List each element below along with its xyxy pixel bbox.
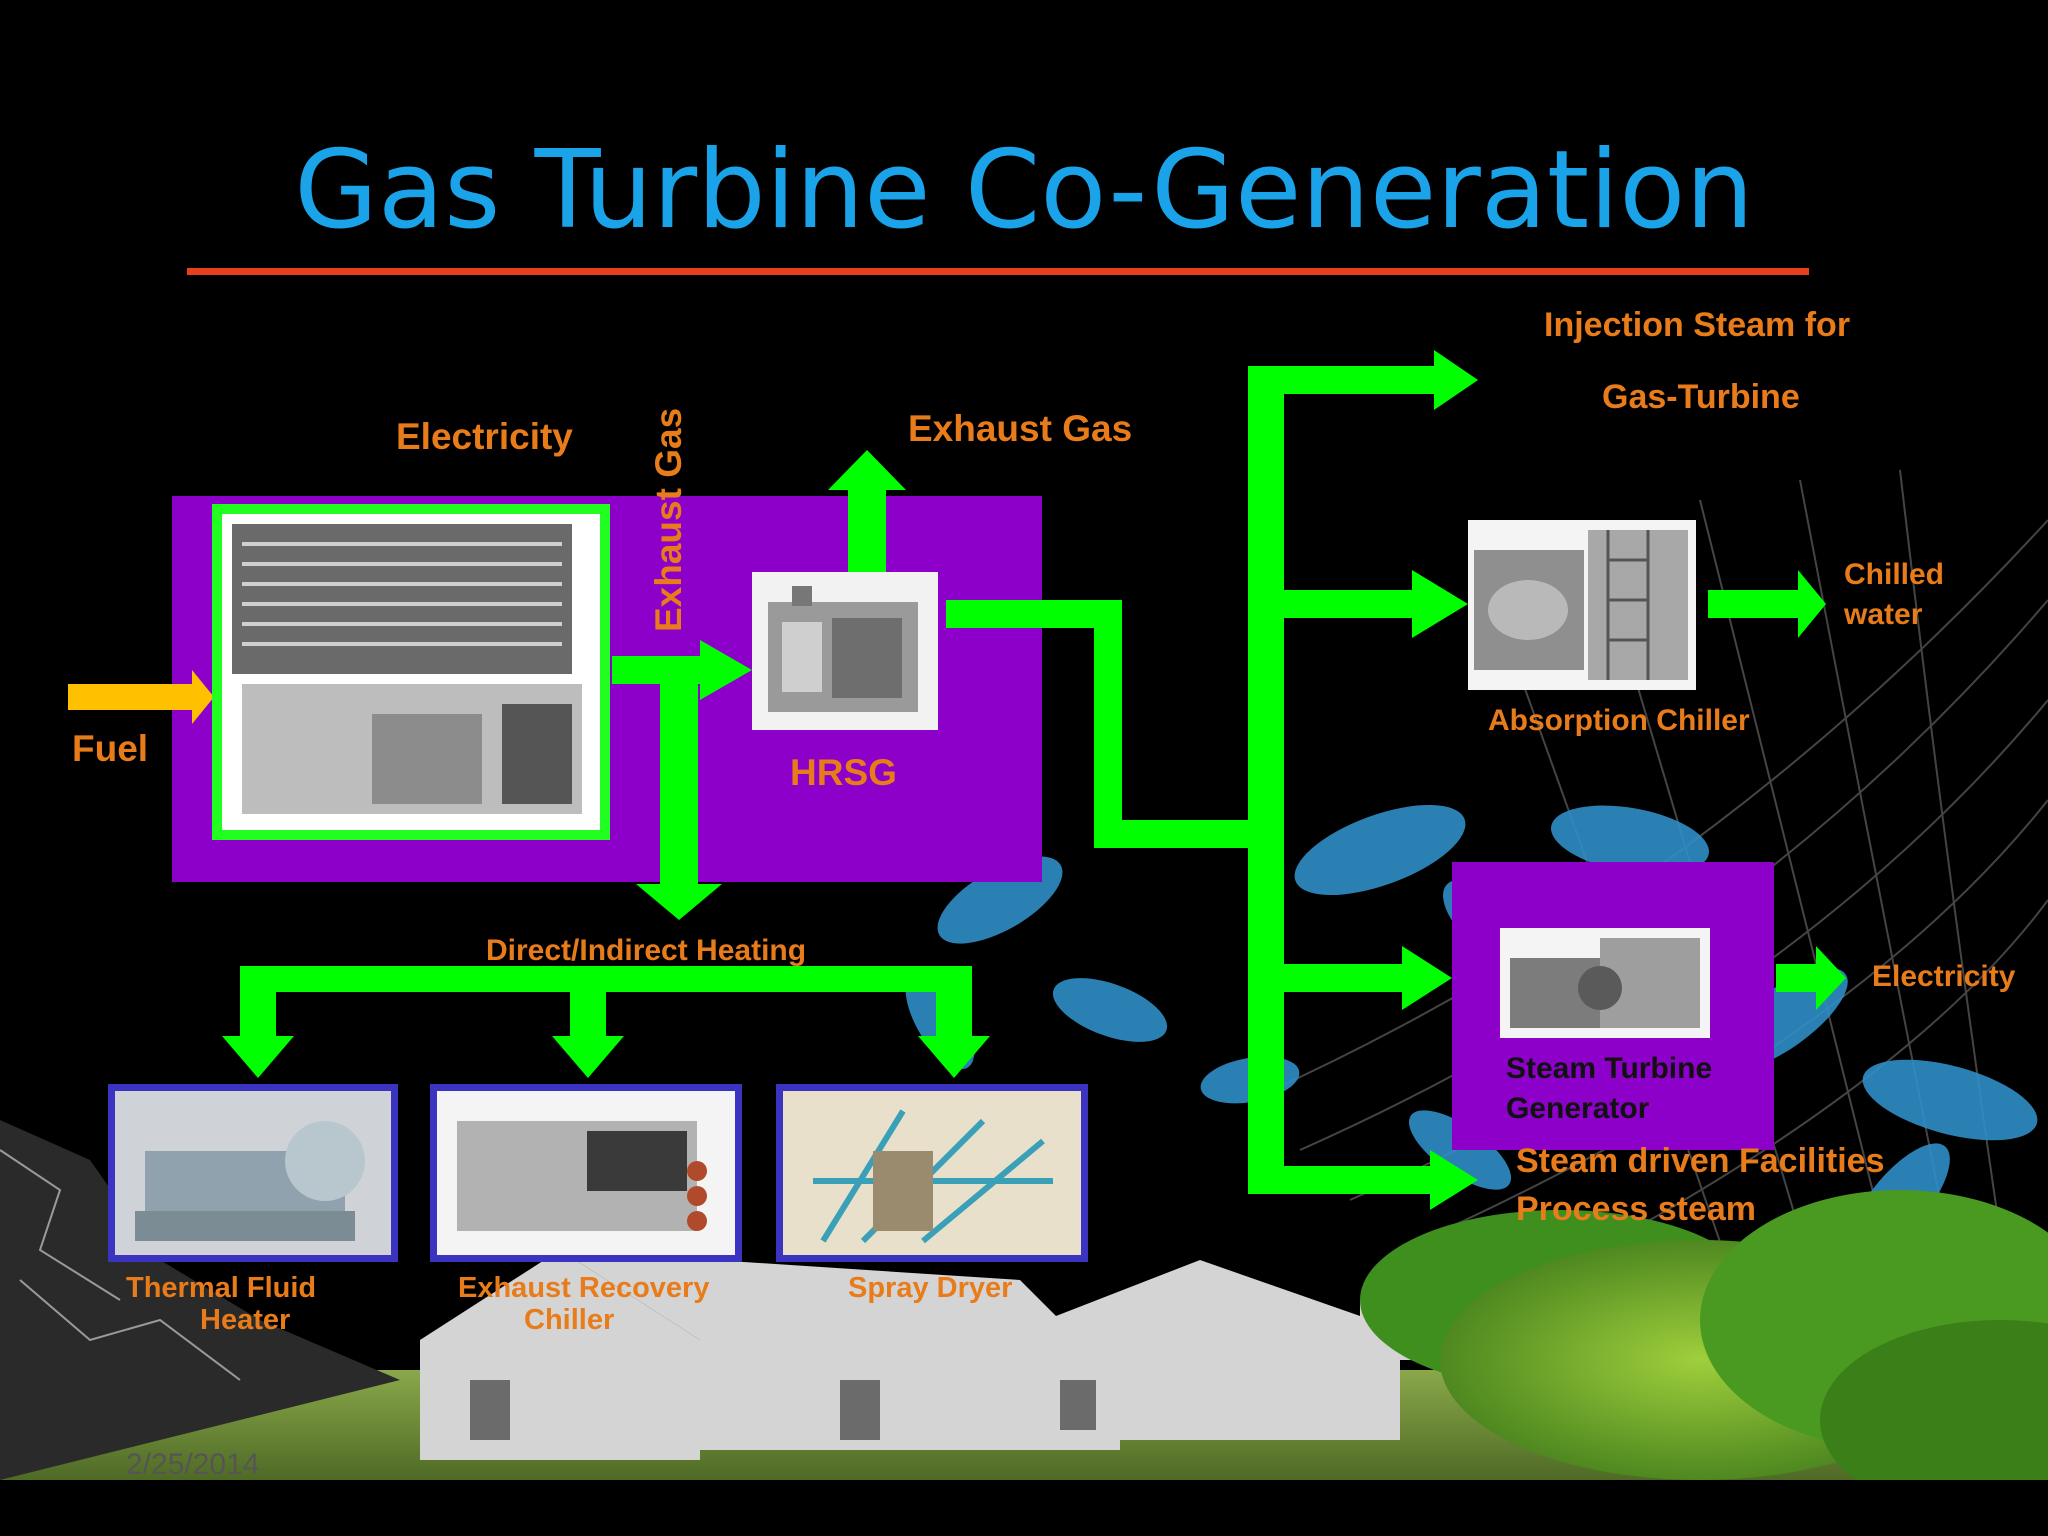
gas-turbine-photo [222, 514, 600, 830]
electricity-label-right: Electricity [1872, 960, 2016, 993]
hrsg-photo [752, 572, 938, 730]
branch-absorption-chiller [1248, 570, 1468, 638]
chilled-water-label-1: Chilled [1844, 558, 1945, 591]
steam-turbine-label-2: Generator [1506, 1092, 1650, 1125]
steam-turbine-icon [1510, 938, 1700, 1028]
steam-facilities-label-1: Steam driven Facilities [1516, 1142, 1885, 1180]
hrsg-icon [768, 586, 918, 712]
spray-dryer-icon [813, 1109, 1053, 1244]
steam-turbine-label-1: Steam Turbine [1506, 1052, 1713, 1085]
gas-turbine-icon [232, 524, 582, 814]
thermal-fluid-heater-label-1: Thermal Fluid [126, 1272, 317, 1304]
spray-dryer-label: Spray Dryer [848, 1272, 1013, 1304]
exhaust-recovery-chiller-icon [457, 1121, 707, 1231]
branch-steam-turbine [1248, 946, 1452, 1010]
slide-date: 2/25/2014 [126, 1448, 260, 1481]
absorption-chiller-label: Absorption Chiller [1488, 704, 1750, 737]
heating-distribution [222, 966, 990, 1078]
fuel-arrow [68, 670, 214, 724]
thermal-fluid-heater-photo [108, 1084, 398, 1262]
thermal-fluid-heater-label-2: Heater [200, 1304, 291, 1336]
steam-turbine-photo [1500, 928, 1710, 1038]
heating-down-arrow [636, 660, 722, 920]
exhaust-recovery-chiller-photo [430, 1084, 742, 1262]
exhaust-gas-vertical-label: Exhaust Gas [648, 407, 689, 632]
house-windows [470, 1380, 1096, 1440]
main-steam-trunk [1248, 366, 1284, 1194]
steam-facilities-label-2: Process steam [1516, 1190, 1757, 1228]
rocks [0, 1120, 400, 1480]
branch-injection-steam [1248, 350, 1478, 410]
gas-turbine-frame [212, 504, 610, 840]
houses [420, 1240, 1720, 1460]
hrsg-label: HRSG [790, 752, 897, 793]
electricity-out-arrow [1776, 946, 1846, 1010]
title-underline [187, 268, 1809, 275]
fuel-label: Fuel [72, 728, 149, 769]
slide-title: Gas Turbine Co-Generation [294, 128, 1754, 253]
chilled-water-label-2: water [1844, 598, 1923, 631]
electricity-label-top: Electricity [396, 416, 573, 457]
injection-steam-label-1: Injection Steam for [1544, 306, 1851, 344]
injection-steam-label-2: Gas-Turbine [1602, 378, 1800, 416]
exhaust-recovery-chiller-label-2: Chiller [524, 1304, 615, 1336]
chilled-water-arrow [1708, 570, 1826, 638]
absorption-chiller-photo [1468, 520, 1696, 690]
trees [1360, 1190, 2048, 1520]
thermal-fluid-heater-icon [135, 1121, 365, 1241]
exhaust-recovery-chiller-label-1: Exhaust Recovery [458, 1272, 710, 1304]
rock-highlights [0, 1149, 241, 1381]
absorption-chiller-icon [1474, 530, 1688, 680]
exhaust-up-arrow [828, 450, 906, 572]
exhaust-gas-top-label: Exhaust Gas [908, 408, 1133, 449]
branch-process-steam [1248, 1150, 1478, 1210]
direct-indirect-heating-label: Direct/Indirect Heating [486, 934, 807, 967]
hrsg-steam-line [946, 600, 1250, 848]
spray-dryer-photo [776, 1084, 1088, 1262]
